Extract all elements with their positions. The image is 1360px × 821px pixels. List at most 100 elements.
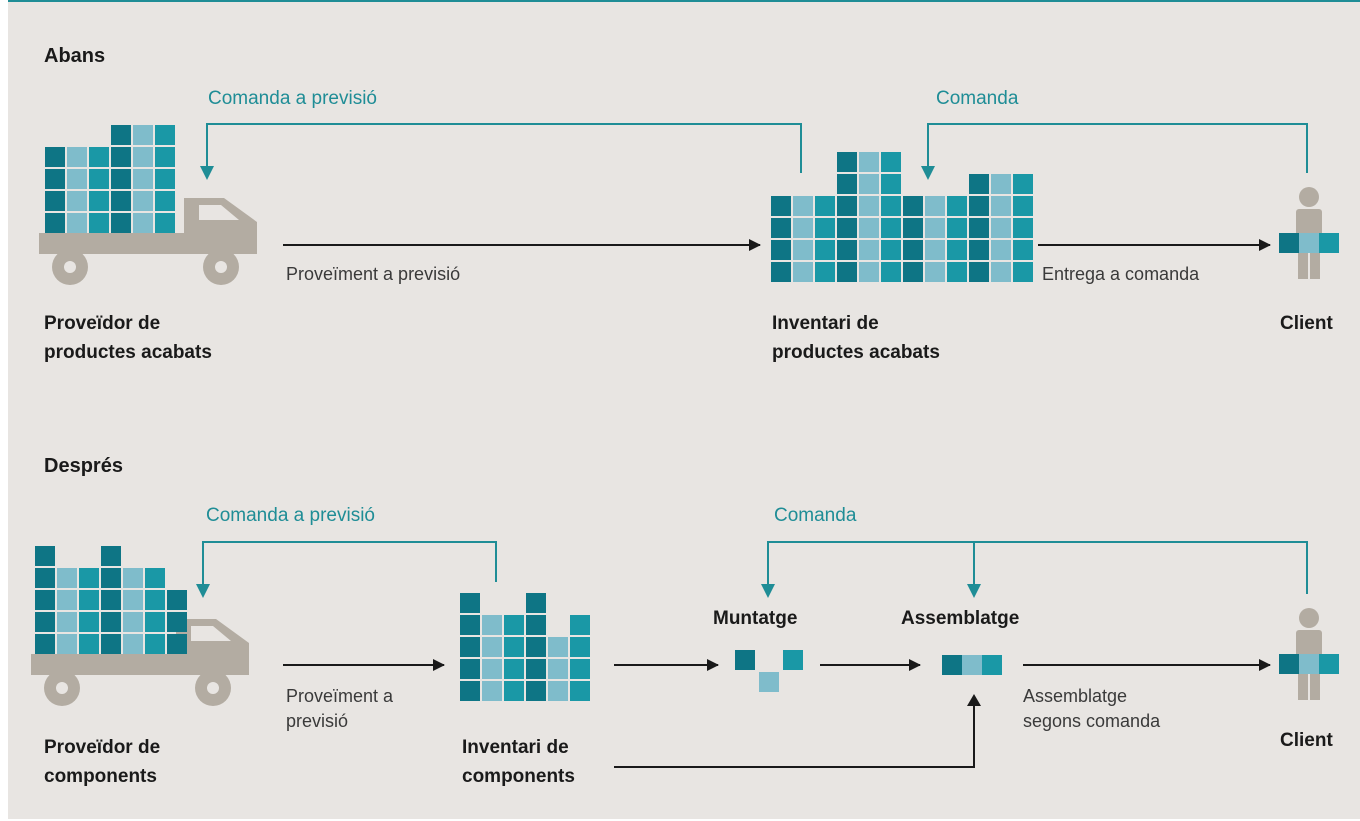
block bbox=[79, 612, 99, 632]
after-delivery-flow-label-line1: Assemblatge bbox=[1023, 686, 1127, 706]
block bbox=[155, 213, 175, 233]
block bbox=[89, 191, 109, 211]
truck-cargo-blocks bbox=[45, 125, 175, 233]
block bbox=[111, 125, 131, 145]
assembly-label: Muntatge bbox=[713, 608, 797, 629]
block bbox=[89, 169, 109, 189]
heading-before: Abans bbox=[44, 45, 105, 67]
diagram-panel: Abans Comanda a previsió Comanda Proveïd… bbox=[8, 0, 1360, 819]
block bbox=[101, 590, 121, 610]
block bbox=[548, 637, 568, 657]
block bbox=[903, 240, 923, 260]
before-supplier-label-line1: Proveïdor de bbox=[44, 313, 160, 334]
after-supplier-label-line1: Proveïdor de bbox=[44, 737, 160, 758]
block bbox=[881, 240, 901, 260]
block bbox=[991, 218, 1011, 238]
heading-after: Després bbox=[44, 455, 123, 477]
after-inventory-label-line2: components bbox=[462, 766, 575, 787]
block bbox=[123, 612, 143, 632]
block bbox=[111, 213, 131, 233]
block bbox=[111, 191, 131, 211]
block bbox=[991, 240, 1011, 260]
after-delivery-flow-label-line2: segons comanda bbox=[1023, 711, 1161, 731]
block bbox=[460, 637, 480, 657]
block bbox=[504, 659, 524, 679]
block bbox=[1013, 262, 1033, 282]
block bbox=[101, 568, 121, 588]
block bbox=[925, 262, 945, 282]
block bbox=[101, 634, 121, 654]
block bbox=[925, 218, 945, 238]
block bbox=[57, 568, 77, 588]
before-delivery-flow-label: Entrega a comanda bbox=[1042, 264, 1200, 284]
block bbox=[859, 218, 879, 238]
block bbox=[155, 147, 175, 167]
after-order-arrowhead-final-assembly bbox=[967, 584, 981, 598]
block bbox=[57, 590, 77, 610]
block bbox=[793, 262, 813, 282]
block bbox=[111, 169, 131, 189]
block bbox=[881, 152, 901, 172]
block bbox=[79, 634, 99, 654]
block bbox=[101, 612, 121, 632]
block bbox=[526, 681, 546, 701]
block bbox=[35, 612, 55, 632]
block bbox=[155, 169, 175, 189]
block bbox=[67, 213, 87, 233]
block bbox=[837, 152, 857, 172]
block bbox=[771, 262, 791, 282]
after-supply-flow-label-line2: previsió bbox=[286, 711, 348, 731]
block bbox=[482, 681, 502, 701]
after-inventory-label-line1: Inventari de bbox=[462, 737, 569, 758]
block bbox=[1013, 240, 1033, 260]
block bbox=[79, 590, 99, 610]
block bbox=[460, 615, 480, 635]
block bbox=[859, 262, 879, 282]
block bbox=[903, 196, 923, 216]
block bbox=[504, 615, 524, 635]
truck-icon bbox=[39, 198, 257, 285]
block bbox=[155, 125, 175, 145]
block bbox=[859, 174, 879, 194]
block bbox=[859, 152, 879, 172]
block bbox=[859, 196, 879, 216]
block bbox=[526, 637, 546, 657]
block bbox=[947, 262, 967, 282]
block bbox=[45, 169, 65, 189]
warehouse-blocks-icon bbox=[771, 152, 1033, 282]
block bbox=[570, 659, 590, 679]
inventory-to-final-assembly-line bbox=[614, 704, 975, 768]
block bbox=[837, 196, 857, 216]
block bbox=[793, 196, 813, 216]
block bbox=[101, 546, 121, 566]
block bbox=[771, 240, 791, 260]
block bbox=[167, 634, 187, 654]
block bbox=[35, 546, 55, 566]
block bbox=[991, 262, 1011, 282]
assembly-blocks-icon bbox=[735, 650, 803, 692]
final-assembly-label: Assemblatge bbox=[901, 608, 1019, 629]
before-order-forecast-label: Comanda a previsió bbox=[208, 88, 377, 109]
block bbox=[111, 147, 131, 167]
block bbox=[155, 191, 175, 211]
block bbox=[45, 147, 65, 167]
block bbox=[145, 590, 165, 610]
block bbox=[903, 218, 923, 238]
block bbox=[123, 568, 143, 588]
block bbox=[460, 659, 480, 679]
block bbox=[969, 174, 989, 194]
block bbox=[837, 240, 857, 260]
block bbox=[45, 213, 65, 233]
block bbox=[859, 240, 879, 260]
block bbox=[570, 637, 590, 657]
block bbox=[1013, 174, 1033, 194]
block bbox=[815, 240, 835, 260]
block bbox=[133, 169, 153, 189]
block bbox=[771, 218, 791, 238]
before-inventory-label-line1: Inventari de bbox=[772, 313, 879, 334]
block bbox=[526, 593, 546, 613]
after-supplier-label-line2: components bbox=[44, 766, 157, 787]
block bbox=[35, 590, 55, 610]
block bbox=[35, 568, 55, 588]
block bbox=[133, 213, 153, 233]
